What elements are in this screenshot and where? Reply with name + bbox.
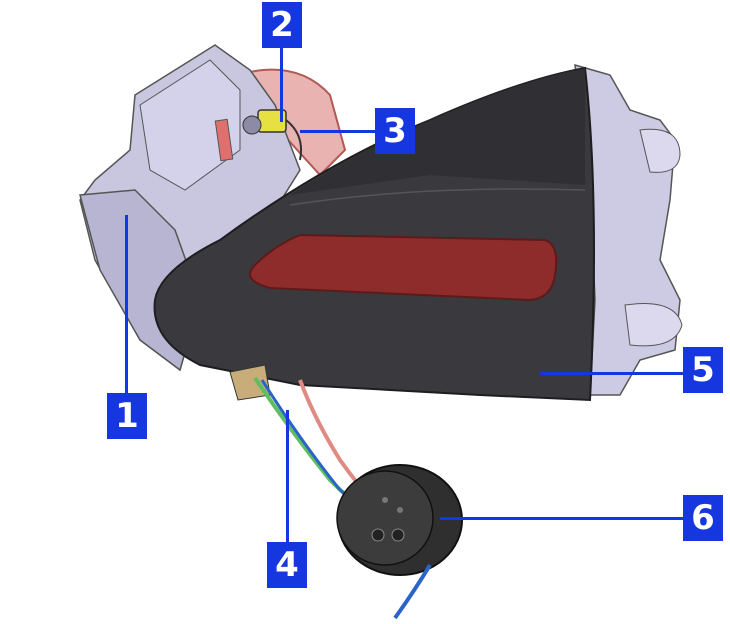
outgoing-cable bbox=[393, 563, 432, 620]
rear-housing-seal bbox=[248, 68, 347, 177]
leader-3 bbox=[300, 130, 376, 133]
bulb-socket bbox=[242, 115, 262, 135]
callout-6: 6 bbox=[683, 495, 723, 541]
red-reflector-strip bbox=[249, 233, 558, 302]
leader-2 bbox=[280, 42, 283, 122]
right-housing-clip-top bbox=[639, 128, 681, 173]
callout-1: 1 bbox=[107, 393, 147, 439]
callout-2: 2 bbox=[262, 2, 302, 48]
lens-crease bbox=[289, 188, 586, 206]
grommet-pin bbox=[397, 507, 403, 513]
leader-4 bbox=[286, 410, 289, 542]
leader-1 bbox=[125, 215, 128, 393]
connector-wires bbox=[285, 119, 302, 161]
grommet-hole bbox=[371, 528, 385, 542]
lens-upper-band bbox=[290, 68, 585, 195]
grommet-pin bbox=[382, 497, 388, 503]
callout-4: 4 bbox=[267, 542, 307, 588]
leader-6 bbox=[440, 517, 686, 520]
callout-3: 3 bbox=[375, 108, 415, 154]
grommet-hole bbox=[391, 528, 405, 542]
housing-slot bbox=[214, 118, 234, 162]
housing-top-detail bbox=[139, 59, 241, 191]
callout-5: 5 bbox=[683, 347, 723, 393]
leader-5 bbox=[540, 372, 685, 375]
grommet-face bbox=[336, 470, 434, 566]
right-housing-clip-bottom bbox=[624, 303, 683, 347]
